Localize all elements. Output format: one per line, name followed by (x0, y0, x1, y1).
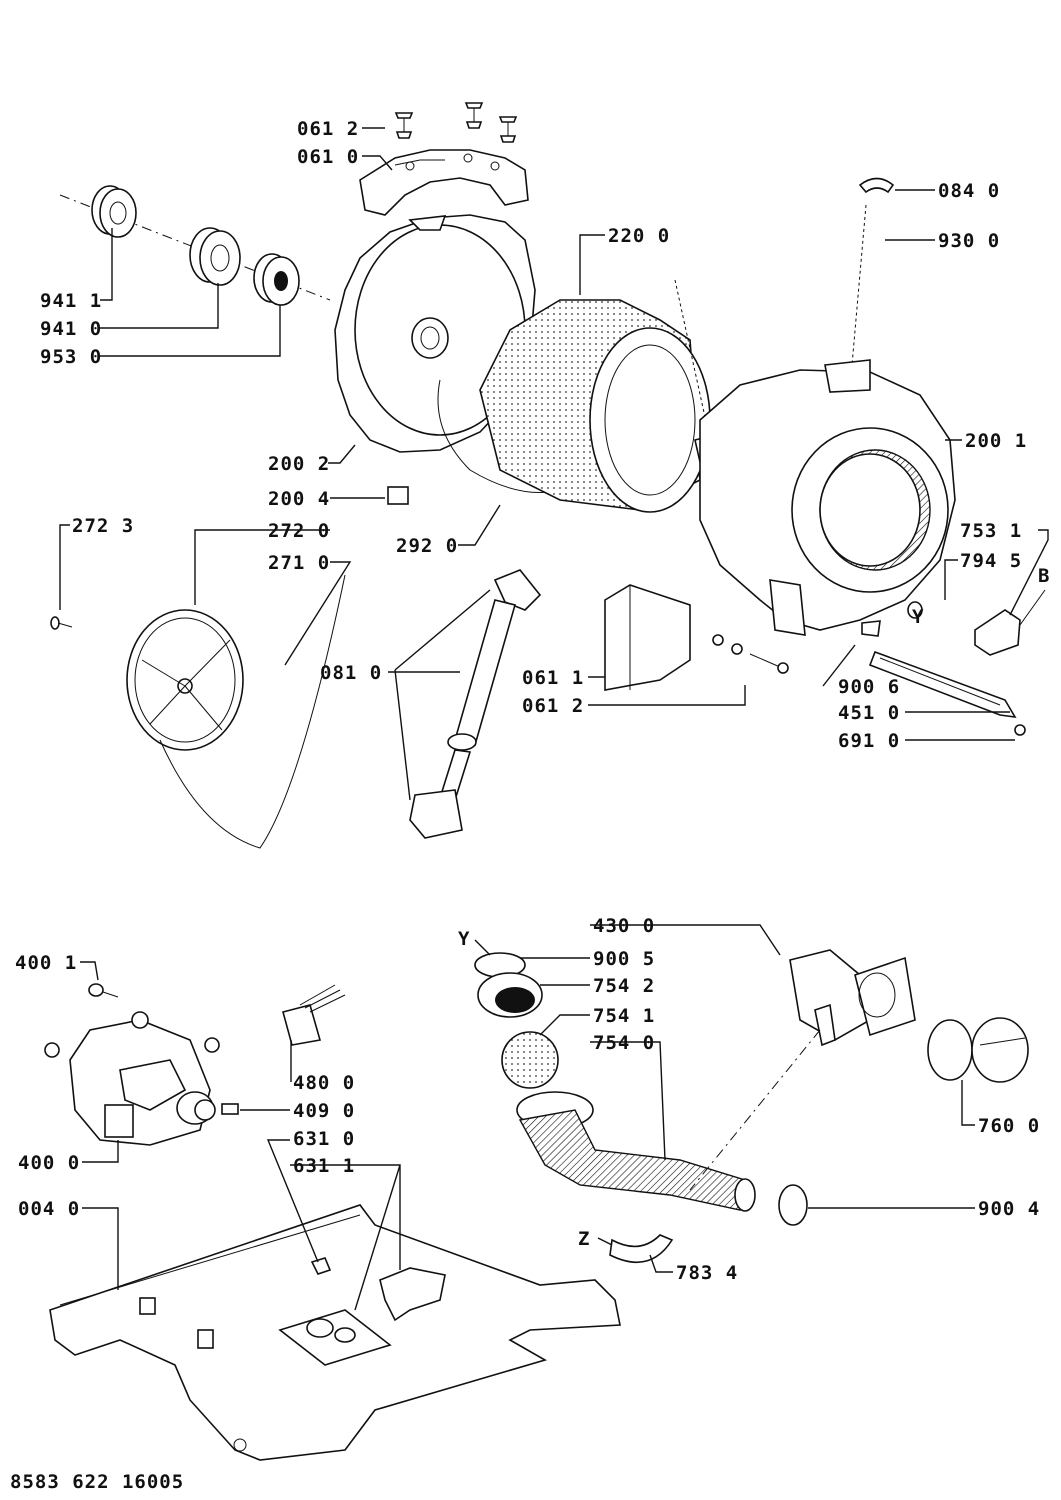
label-754-1: 754 1 (593, 1005, 655, 1027)
label-409-0: 409 0 (293, 1100, 355, 1122)
shock-absorber (409, 569, 542, 839)
clip-631-0 (310, 1257, 332, 1275)
label-760-0: 760 0 (978, 1115, 1040, 1137)
bearing-941-0 (189, 227, 241, 286)
bolt-washers (712, 634, 789, 674)
label-220-0: 220 0 (608, 225, 670, 247)
bracket-631-1 (379, 1267, 446, 1322)
label-200-1: 200 1 (965, 430, 1027, 452)
ball-754-1 (501, 1031, 559, 1089)
wiring-connector (282, 984, 346, 1046)
drum-pulley (126, 609, 244, 751)
drain-pump (789, 949, 916, 1047)
spring-right (851, 177, 895, 366)
tub-seal-ring (437, 379, 561, 493)
label-271-0: 271 0 (268, 552, 330, 574)
screw-group-top (394, 102, 518, 143)
label-953-0: 953 0 (40, 346, 102, 368)
brush-409-0 (221, 1103, 239, 1115)
front-tub-half (699, 359, 956, 636)
label-900-4: 900 4 (978, 1198, 1040, 1220)
label-200-2: 200 2 (268, 453, 330, 475)
label-061-2-b: 061 2 (522, 695, 584, 717)
label-430-0: 430 0 (593, 915, 655, 937)
label-753-1: 753 1 (960, 520, 1022, 542)
bellows-seal-754-2 (477, 972, 543, 1018)
counterweight-top-part (359, 149, 529, 216)
heater-sensor-753-1 (974, 589, 1046, 656)
base-plate (49, 1204, 621, 1461)
drum (479, 299, 711, 513)
filter-760-0 (927, 1017, 1029, 1083)
label-631-1: 631 1 (293, 1155, 355, 1177)
marker-b: B (1038, 565, 1050, 587)
screw-272-3 (50, 616, 73, 630)
label-272-0: 272 0 (268, 520, 330, 542)
part-200-4-block (387, 486, 409, 505)
label-400-1: 400 1 (15, 952, 77, 974)
bearing-953-0 (253, 253, 300, 306)
bushing-794-5 (907, 601, 923, 619)
label-400-0: 400 0 (18, 1152, 80, 1174)
rear-counterweight (604, 584, 691, 691)
label-004-0: 004 0 (18, 1198, 80, 1220)
label-200-4: 200 4 (268, 488, 330, 510)
part-labels: 061 2 061 0 084 0 220 0 930 0 941 1 941 … (15, 118, 1050, 1284)
marker-y-top: Y (912, 606, 924, 628)
screw-400-1 (88, 983, 119, 998)
document-id: 8583 622 16005 (10, 1471, 184, 1493)
marker-z: Z (578, 1228, 590, 1250)
clip-900-6 (861, 620, 881, 637)
label-061-0: 061 0 (297, 146, 359, 168)
label-081-0: 081 0 (320, 662, 382, 684)
label-794-5: 794 5 (960, 550, 1022, 572)
label-941-1: 941 1 (40, 290, 102, 312)
marker-y-bottom: Y (458, 928, 470, 950)
label-272-3: 272 3 (72, 515, 134, 537)
label-061-1: 061 1 (522, 667, 584, 689)
label-084-0: 084 0 (938, 180, 1000, 202)
label-061-2-a: 061 2 (297, 118, 359, 140)
nut-691-0 (1014, 724, 1026, 736)
motor (44, 1011, 220, 1146)
label-900-6: 900 6 (838, 676, 900, 698)
label-900-5: 900 5 (593, 948, 655, 970)
drive-belt (159, 574, 346, 849)
label-941-0: 941 0 (40, 318, 102, 340)
label-292-0: 292 0 (396, 535, 458, 557)
label-480-0: 480 0 (293, 1072, 355, 1094)
label-631-0: 631 0 (293, 1128, 355, 1150)
drain-hose-754-0 (516, 1091, 756, 1212)
label-754-0: 754 0 (593, 1032, 655, 1054)
heating-element (868, 650, 1017, 719)
label-451-0: 451 0 (838, 702, 900, 724)
label-691-0: 691 0 (838, 730, 900, 752)
hose-783-4 (609, 1234, 674, 1264)
clamp-900-4 (778, 1184, 808, 1226)
label-754-2: 754 2 (593, 975, 655, 997)
bearing-941-1 (91, 185, 137, 238)
label-930-0: 930 0 (938, 230, 1000, 252)
label-783-4: 783 4 (676, 1262, 738, 1284)
